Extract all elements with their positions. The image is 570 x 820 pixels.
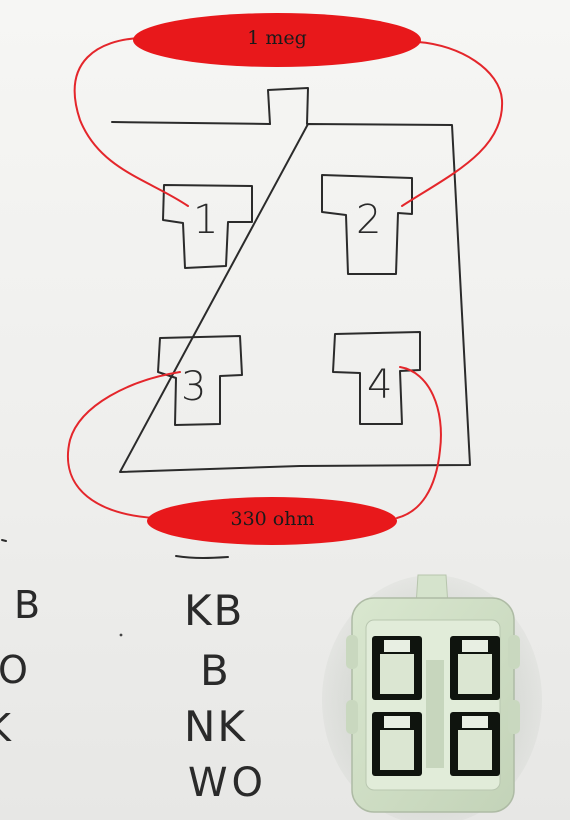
wire-330-right [396,366,442,519]
resistor-330-label: 330 ohm [230,508,315,530]
pin-2-number: 2 [356,197,382,243]
resistor-1meg-oval [133,13,421,67]
pin-4-number: 4 [367,362,393,408]
wire-1meg-right [401,41,504,207]
wire-code-left-2: O [0,648,30,692]
resistor-330-oval [147,497,397,545]
pin-4-cavity [332,331,421,425]
wire-code-left-3: K [0,706,13,750]
wire-code-right-4: WO [188,760,268,806]
pin-1-number: 1 [193,197,219,243]
wire-code-right-2: B [200,646,231,695]
resistor-1meg-label: 1 meg [247,27,307,49]
wire-330-left [67,371,181,519]
pin-3-number: 3 [181,364,207,410]
pin-2-cavity [321,174,413,275]
underline-mark [175,555,229,559]
wire-1meg-left [73,37,189,207]
pin-3-cavity [157,335,243,426]
connector-latch [267,87,309,125]
wire-code-left-1: B [14,583,43,627]
connector-outline [111,121,471,473]
wire-code-right-1: KB [184,586,245,635]
pin-1-cavity [162,184,253,269]
wire-code-right-3: NK [184,702,247,751]
stray-mark-left [1,539,7,542]
stray-dot [119,633,123,637]
